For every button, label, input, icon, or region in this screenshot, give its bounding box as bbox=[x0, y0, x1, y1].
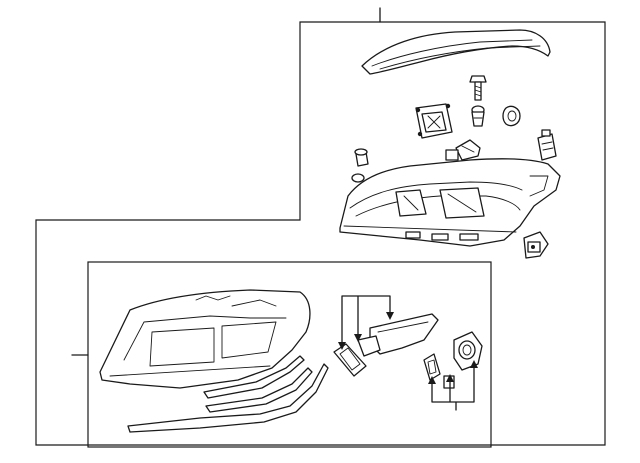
gasket bbox=[351, 173, 365, 183]
grommet-clip bbox=[471, 105, 485, 127]
headlamp-assembly-upper bbox=[339, 158, 561, 247]
trim-strip-lower-3 bbox=[127, 363, 329, 433]
socket-cap bbox=[423, 353, 441, 381]
top-trim-strip bbox=[361, 29, 551, 75]
outer-frame bbox=[35, 21, 606, 446]
mounting-bolt bbox=[469, 75, 487, 101]
connector-block bbox=[523, 231, 549, 259]
sensor-seal bbox=[502, 105, 521, 127]
vent-cap bbox=[354, 148, 369, 167]
callout-arrows-lower bbox=[428, 360, 478, 411]
inner-frame bbox=[87, 261, 492, 448]
bulb-socket bbox=[445, 139, 481, 161]
headlamp-lens-lower bbox=[99, 289, 311, 389]
trim-strip-lower-2 bbox=[205, 367, 313, 413]
small-connector bbox=[537, 129, 557, 161]
trim-strip-lower-1 bbox=[203, 355, 305, 399]
bracket-housing bbox=[357, 313, 439, 357]
ballast-module bbox=[415, 103, 453, 139]
callout-arrows-upper bbox=[338, 295, 394, 350]
